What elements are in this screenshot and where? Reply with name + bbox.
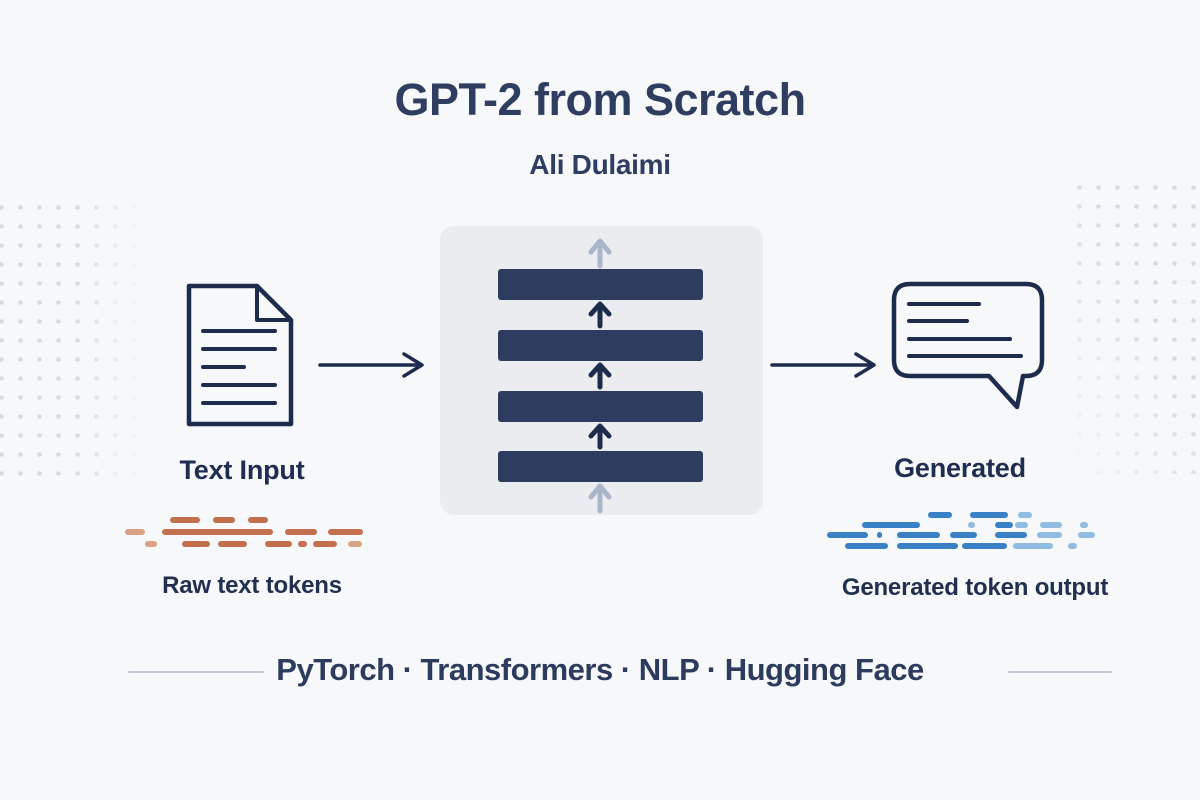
token-dash	[328, 529, 363, 535]
token-dash	[1080, 522, 1088, 528]
token-dash	[265, 541, 292, 547]
token-dash	[827, 532, 868, 538]
speech-bubble-icon	[891, 281, 1045, 410]
token-dash	[897, 543, 958, 549]
token-dash	[170, 517, 200, 523]
token-dash	[298, 541, 307, 547]
token-dash	[125, 529, 145, 535]
token-dash	[1013, 543, 1053, 549]
dot-pattern-right	[1070, 178, 1200, 474]
dot-pattern-left	[0, 198, 144, 490]
token-dash	[162, 529, 273, 535]
footer-tech-list: PyTorch · Transformers · NLP · Hugging F…	[276, 652, 924, 687]
token-dash	[968, 522, 975, 528]
token-dash	[995, 522, 1013, 528]
token-dash	[1068, 543, 1077, 549]
flow-arrow-input-to-model	[318, 352, 424, 378]
token-dash	[182, 541, 210, 547]
page-title: GPT-2 from Scratch	[394, 74, 806, 125]
generated-label: Generated	[894, 453, 1026, 483]
token-dash	[145, 541, 157, 547]
token-dash	[845, 543, 888, 549]
token-dash	[248, 517, 268, 523]
token-dash	[962, 543, 1007, 549]
token-dash	[1037, 532, 1062, 538]
raw-tokens-caption: Raw text tokens	[162, 572, 342, 599]
flow-arrow-model-to-output	[770, 352, 876, 378]
token-dash	[348, 541, 362, 547]
token-dash	[950, 532, 977, 538]
token-dash	[970, 512, 1008, 518]
generated-tokens-caption: Generated token output	[841, 574, 1109, 601]
token-dash	[1040, 522, 1062, 528]
author-name: Ali Dulaimi	[529, 149, 671, 180]
token-dash	[213, 517, 235, 523]
transformer-stack-icon	[440, 226, 763, 515]
token-dash	[285, 529, 317, 535]
token-dash	[995, 532, 1027, 538]
token-dash	[1015, 522, 1028, 528]
token-dash	[928, 512, 952, 518]
token-dash	[877, 532, 882, 538]
generated-token-visual	[826, 506, 1096, 552]
footer-divider-left	[128, 671, 264, 673]
token-dash	[897, 532, 940, 538]
token-dash	[313, 541, 337, 547]
token-dash	[1078, 532, 1095, 538]
footer-divider-right	[1008, 671, 1112, 673]
document-icon	[186, 283, 294, 427]
text-input-label: Text Input	[179, 455, 305, 485]
token-dash	[218, 541, 247, 547]
raw-token-visual	[125, 512, 373, 552]
token-dash	[1018, 512, 1032, 518]
token-dash	[862, 522, 920, 528]
